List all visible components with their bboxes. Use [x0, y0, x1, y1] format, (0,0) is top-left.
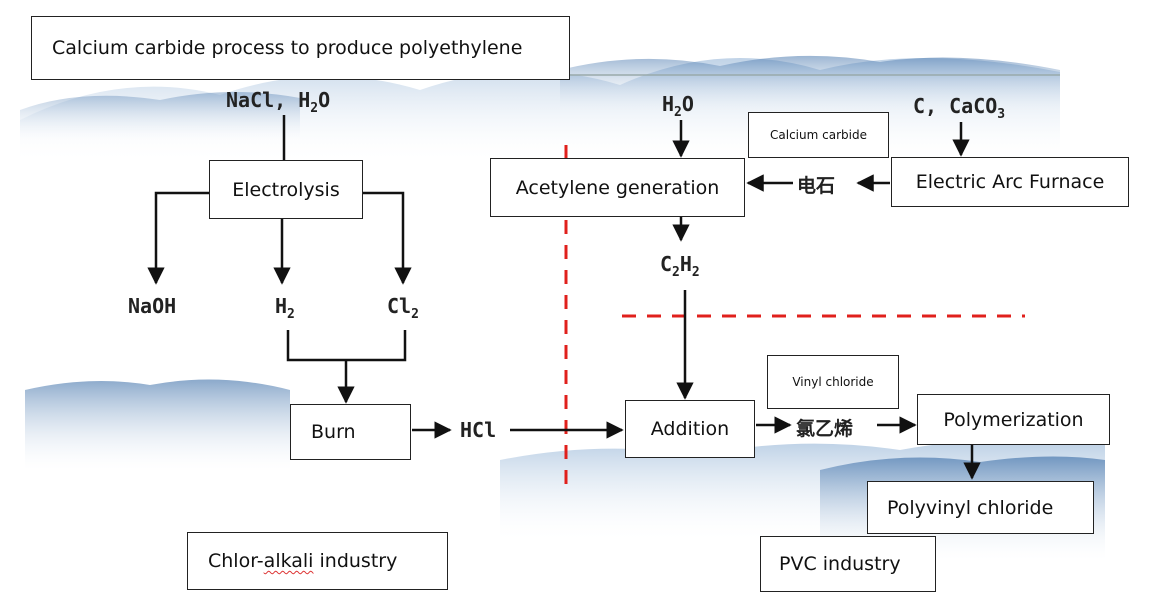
electrolysis-label: Electrolysis: [232, 178, 340, 201]
c2h2-sub-2: 2: [691, 265, 700, 280]
polymerization-label: Polymerization: [943, 408, 1084, 431]
vinyl-chloride-note-text: Vinyl chloride: [792, 375, 874, 389]
note-vinyl-chloride: Vinyl chloride: [767, 355, 899, 409]
diagram-title-text: Calcium carbide process to produce polye…: [52, 37, 523, 59]
label-vinyl-chloride-cn: 氯乙烯: [796, 414, 853, 441]
label-hcl: HCl: [460, 418, 496, 442]
label-c-caco3: C, CaCO3: [913, 94, 1005, 122]
label-nacl-h2o: NaCl, H2O: [226, 88, 330, 116]
polyvinyl-chloride-label: Polyvinyl chloride: [887, 496, 1054, 519]
box-acetylene-generation: Acetylene generation: [490, 158, 745, 217]
nacl-h2o-text-b: O: [318, 88, 331, 112]
box-electrolysis: Electrolysis: [209, 160, 363, 219]
hcl-text: HCl: [460, 418, 497, 442]
addition-label: Addition: [650, 418, 730, 440]
calcium-carbide-note-text: Calcium carbide: [770, 128, 867, 142]
flow-arrows: [147, 115, 981, 480]
burn-label: Burn: [311, 421, 356, 443]
naoh-text: NaOH: [128, 294, 177, 318]
box-chlor-alkali-industry: Chlor-alkali industry: [187, 532, 448, 590]
nacl-h2o-text: NaCl, H: [226, 88, 311, 112]
label-calcium-carbide-cn: 电石: [797, 171, 835, 198]
box-pvc-industry: PVC industry: [760, 536, 936, 592]
h2-sub: 2: [287, 307, 295, 322]
box-electric-arc-furnace: Electric Arc Furnace: [891, 157, 1129, 207]
box-addition: Addition: [625, 400, 755, 458]
box-polyvinyl-chloride: Polyvinyl chloride: [867, 481, 1094, 534]
electric-arc-furnace-label: Electric Arc Furnace: [915, 171, 1105, 193]
c2h2-text-b: H: [679, 252, 692, 276]
box-polymerization: Polymerization: [917, 394, 1110, 445]
c2h2-text: C: [660, 252, 673, 276]
label-c2h2: C2H2: [660, 252, 700, 280]
label-naoh: NaOH: [128, 294, 176, 318]
chlor-prefix: Chlor-: [208, 550, 264, 572]
h2o-sub: 2: [674, 105, 682, 120]
vinyl-chloride-cn-text: 氯乙烯: [796, 418, 854, 440]
cl2-sub: 2: [411, 307, 419, 322]
nacl-h2o-sub: 2: [310, 101, 319, 116]
box-burn: Burn: [290, 404, 411, 460]
alkali-word: alkali: [263, 550, 314, 572]
diagram-title: Calcium carbide process to produce polye…: [31, 16, 570, 80]
h2o-text: H: [662, 92, 675, 116]
label-cl2: Cl2: [387, 294, 419, 322]
industry-suffix: industry: [313, 550, 398, 572]
acetylene-generation-label: Acetylene generation: [515, 176, 720, 199]
h2o-text-b: O: [681, 92, 694, 116]
label-h2: H2: [275, 294, 295, 322]
c-caco3-sub: 3: [997, 107, 1006, 122]
c2h2-sub-1: 2: [672, 265, 680, 280]
calcium-carbide-cn-text: 电石: [797, 175, 836, 197]
cl2-text: Cl: [387, 294, 412, 318]
c-caco3-text: C, CaCO: [913, 94, 998, 118]
h2-text: H: [275, 294, 288, 318]
note-calcium-carbide: Calcium carbide: [748, 112, 889, 158]
chlor-alkali-industry-label: Chlor-alkali industry: [208, 550, 397, 572]
pvc-industry-label: PVC industry: [779, 553, 901, 575]
label-h2o: H2O: [662, 92, 694, 120]
